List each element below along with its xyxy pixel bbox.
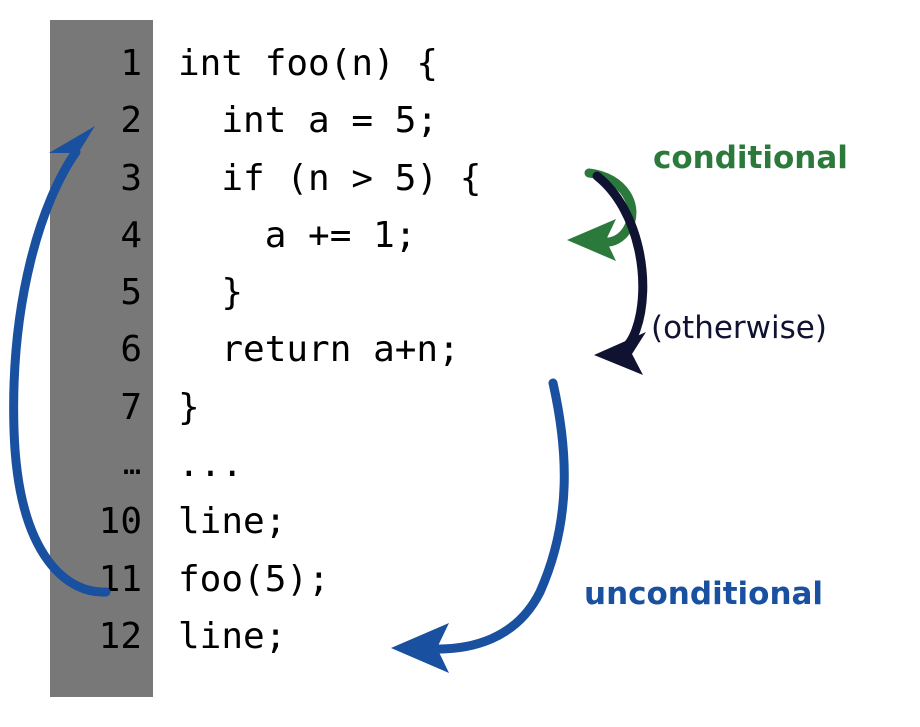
line-number: 11 xyxy=(98,558,142,600)
code-row: 3 if (n > 5) { xyxy=(0,150,600,207)
line-number-ellipsis: … xyxy=(122,446,142,482)
line-number: 12 xyxy=(98,615,142,657)
code-row: 6 return a+n; xyxy=(0,321,600,378)
line-number: 5 xyxy=(120,271,142,313)
line-number: 7 xyxy=(120,386,142,428)
source-line: line; xyxy=(178,500,287,542)
source-line: if (n > 5) { xyxy=(178,157,482,199)
code-row: 11 foo(5); xyxy=(0,551,600,608)
line-number: 4 xyxy=(120,214,142,256)
source-line: return a+n; xyxy=(178,328,460,370)
line-number: 3 xyxy=(120,157,142,199)
source-line: } xyxy=(178,386,200,428)
source-line: } xyxy=(178,271,244,313)
code-row: 7 } xyxy=(0,379,600,436)
label-otherwise: (otherwise) xyxy=(651,310,827,346)
source-line: ... xyxy=(178,443,244,485)
code-row: 12 line; xyxy=(0,608,600,665)
line-number: 2 xyxy=(120,99,142,141)
source-line: int foo(n) { xyxy=(178,42,439,84)
source-line: foo(5); xyxy=(178,558,330,600)
code-row: 2 int a = 5; xyxy=(0,92,600,149)
source-line: int a = 5; xyxy=(178,99,439,141)
code-row: 10 line; xyxy=(0,493,600,550)
code-row: … ... xyxy=(0,436,600,493)
code-row: 1 int foo(n) { xyxy=(0,35,600,92)
source-line: line; xyxy=(178,615,287,657)
code-row: 5 } xyxy=(0,264,600,321)
label-conditional: conditional xyxy=(653,140,848,176)
line-number: 6 xyxy=(120,328,142,370)
label-unconditional: unconditional xyxy=(584,576,824,612)
code-row: 4 a += 1; xyxy=(0,207,600,264)
line-number: 1 xyxy=(120,42,142,84)
source-line: a += 1; xyxy=(178,214,417,256)
line-number: 10 xyxy=(98,500,142,542)
